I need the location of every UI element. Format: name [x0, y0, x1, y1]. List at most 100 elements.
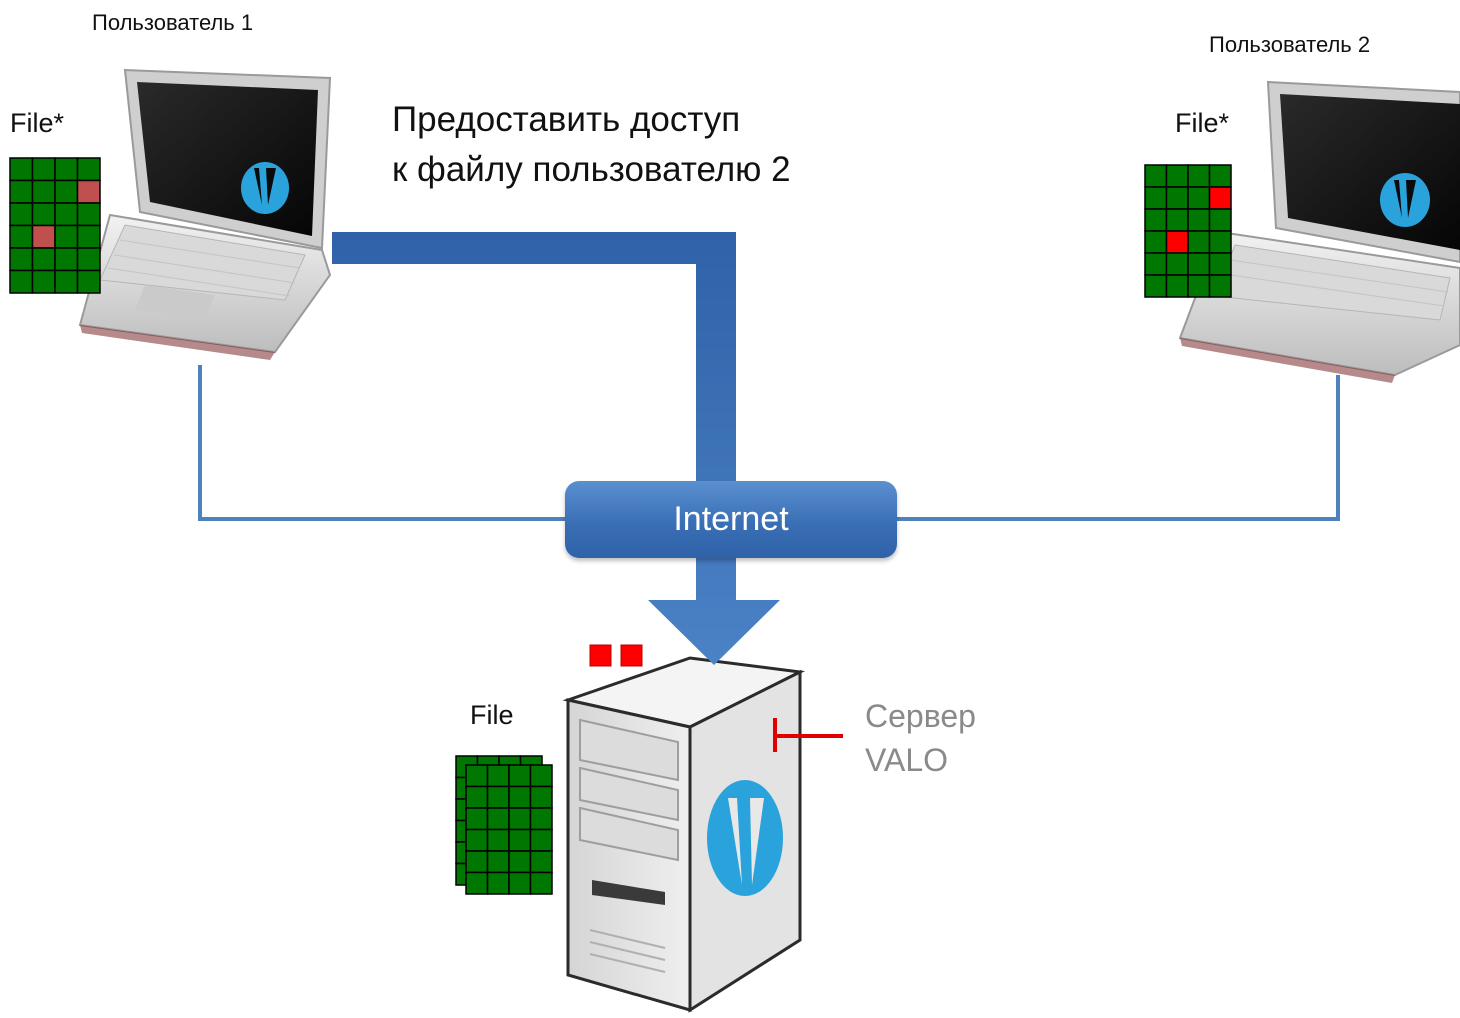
server-label-line2: VALO: [865, 742, 948, 778]
file-block: [31, 157, 56, 182]
user1-connection-line: [198, 365, 565, 521]
file-block: [1208, 164, 1232, 188]
share-action-text: Предоставить доступ к файлу пользователю…: [392, 95, 791, 195]
user1-file-label: File*: [10, 108, 65, 138]
changed-block: [1165, 230, 1189, 254]
user2-label: Пользователь 2: [1209, 32, 1371, 57]
file-block: [465, 807, 489, 831]
file-block: [9, 179, 34, 204]
file-block: [465, 828, 489, 852]
file-block: [54, 269, 79, 294]
changed-block: [620, 644, 643, 667]
file-block: [9, 224, 34, 249]
changed-block: [76, 179, 101, 204]
server-label: Сервер VALO: [865, 694, 1045, 782]
file-block-grid-icon: [9, 157, 101, 294]
changed-block: [589, 644, 612, 667]
file-block: [31, 247, 56, 272]
file-block: [1208, 252, 1232, 276]
file-block: [486, 871, 510, 895]
file-block: [1165, 252, 1189, 276]
file-block: [508, 785, 532, 809]
changed-block: [1208, 186, 1232, 210]
file-block: [54, 202, 79, 227]
file-block: [1165, 274, 1189, 298]
file-block: [31, 179, 56, 204]
file-block: [1144, 164, 1168, 188]
file-block: [1187, 186, 1211, 210]
share-action-line1: Предоставить доступ: [392, 100, 741, 139]
file-block: [529, 871, 553, 895]
file-block: [529, 764, 553, 788]
file-block: [508, 871, 532, 895]
file-block: [508, 850, 532, 874]
file-block: [529, 850, 553, 874]
file-block: [465, 785, 489, 809]
file-block: [76, 224, 101, 249]
file-block: [31, 202, 56, 227]
file-block: [9, 269, 34, 294]
share-action-line2: к файлу пользователю 2: [392, 150, 791, 189]
file-block: [486, 785, 510, 809]
file-block-grid-icon: [1144, 164, 1232, 298]
file-block: [1187, 230, 1211, 254]
file-block: [1165, 164, 1189, 188]
internet-box: Internet: [565, 481, 897, 558]
file-block: [1144, 186, 1168, 210]
file-block: [1208, 208, 1232, 232]
internet-label: Internet: [673, 500, 789, 538]
file-block: [1144, 252, 1168, 276]
file-block: [54, 157, 79, 182]
file-block: [1187, 274, 1211, 298]
file-block: [1208, 274, 1232, 298]
file-block: [508, 807, 532, 831]
file-block: [529, 828, 553, 852]
file-block: [9, 202, 34, 227]
file-block: [54, 179, 79, 204]
file-block: [9, 247, 34, 272]
changed-block: [31, 224, 56, 249]
file-block: [465, 871, 489, 895]
file-block: [486, 828, 510, 852]
file-block: [1144, 208, 1168, 232]
file-block: [529, 807, 553, 831]
file-block: [1144, 230, 1168, 254]
server-file-label: File: [470, 700, 514, 730]
file-block: [1165, 208, 1189, 232]
file-block: [1187, 252, 1211, 276]
file-block: [9, 157, 34, 182]
file-block: [1144, 274, 1168, 298]
file-block: [1165, 186, 1189, 210]
file-block: [1187, 164, 1211, 188]
file-block: [1187, 208, 1211, 232]
file-block: [486, 850, 510, 874]
file-block: [76, 157, 101, 182]
file-block: [76, 269, 101, 294]
file-block: [508, 764, 532, 788]
file-block: [76, 202, 101, 227]
file-block-grid-icon: [465, 764, 553, 895]
file-block: [465, 850, 489, 874]
file-block: [1208, 230, 1232, 254]
file-block: [508, 828, 532, 852]
server-label-line1: Сервер: [865, 698, 976, 734]
file-block: [54, 224, 79, 249]
user1-label: Пользователь 1: [92, 10, 254, 35]
user2-connection-line: [897, 375, 1340, 521]
file-block: [486, 764, 510, 788]
file-block: [31, 269, 56, 294]
file-block: [486, 807, 510, 831]
file-block: [76, 247, 101, 272]
user2-file-label: File*: [1175, 108, 1230, 138]
file-block: [54, 247, 79, 272]
file-block: [465, 764, 489, 788]
file-block: [529, 785, 553, 809]
